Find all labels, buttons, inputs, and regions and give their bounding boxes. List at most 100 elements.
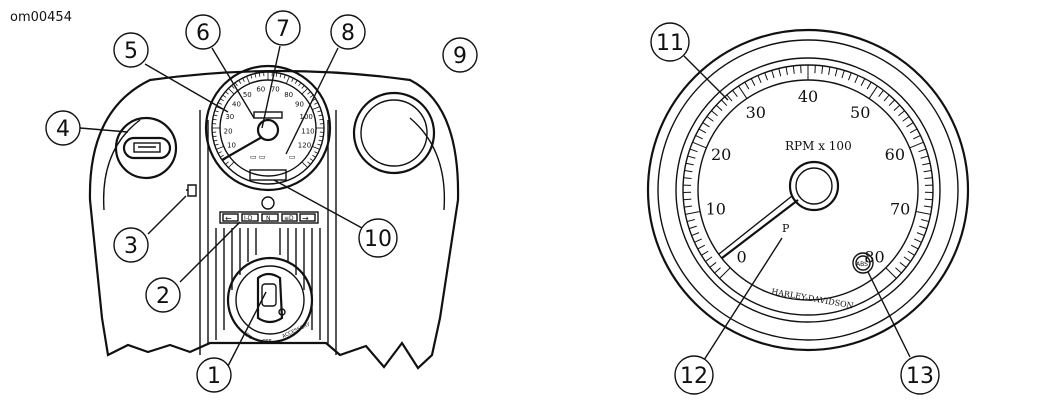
tach-tick [907, 250, 915, 256]
speedo-tick [309, 94, 314, 98]
tach-tick [738, 85, 748, 99]
svg-text:10: 10 [364, 227, 392, 252]
tach-tick [701, 250, 709, 256]
tach-tick [834, 68, 838, 77]
speedo-tick [301, 161, 308, 168]
tach-scale-label: 70 [890, 199, 910, 218]
tachometer-needle [721, 199, 799, 259]
tach-tick [924, 198, 933, 201]
usb-port [114, 116, 178, 180]
tach-tick [714, 267, 721, 274]
speedo-tick [220, 98, 224, 102]
high-beam-icon: ≡D [284, 215, 294, 222]
speedo-scale-label: 120 [298, 141, 311, 149]
tach-scale-label: 60 [885, 145, 905, 164]
tach-tick [764, 72, 768, 81]
speedo-tick [246, 76, 251, 84]
speedo-tick [214, 110, 219, 113]
tach-scale-label: 0 [736, 247, 746, 266]
tach-tick [683, 177, 692, 180]
speedo-tick [212, 135, 217, 138]
speedo-tick [307, 161, 311, 165]
tach-tick [785, 66, 788, 75]
tach-tick [687, 155, 696, 159]
speedo-tick [283, 74, 286, 79]
tach-tick [757, 75, 762, 84]
tach-tick [726, 94, 733, 102]
speedo-tick [298, 82, 302, 87]
abs-indicator: ABS [852, 252, 874, 274]
speedo-scale-label: 100 [300, 113, 313, 121]
svg-text:3: 3 [124, 234, 138, 259]
speedo-scale-label: 40 [232, 100, 241, 108]
speedo-tick [319, 118, 324, 121]
tach-tick [792, 65, 795, 74]
tach-tick [695, 134, 703, 140]
speedo-scale-label: 30 [225, 113, 234, 121]
speedometer-hub [256, 118, 280, 142]
tach-tick [909, 141, 924, 149]
tach-tick [709, 262, 717, 268]
tach-tick [893, 104, 901, 111]
callout-11: 11 [650, 22, 690, 62]
tach-tick [914, 238, 922, 243]
speedo-tick [301, 85, 305, 89]
speedo-tick [238, 80, 242, 84]
tach-tick [918, 148, 927, 153]
tach-tick [924, 177, 933, 180]
tach-tick [685, 162, 694, 166]
speedo-tick [234, 82, 238, 87]
tach-tick [683, 198, 692, 201]
speedo-tick [294, 80, 298, 84]
tach-tick [854, 75, 859, 84]
left-turn-icon: ← [225, 214, 232, 223]
speedo-tick [231, 85, 235, 89]
callout-6: 6 [185, 14, 221, 50]
speedo-tick [275, 72, 278, 77]
speedo-tick [213, 114, 218, 117]
speedo-tick [312, 154, 316, 158]
tach-tick [898, 110, 905, 117]
speedo-tick [279, 73, 282, 78]
indicator-neutral: N [266, 215, 271, 222]
tach-tick [686, 219, 695, 223]
speedo-scale-label: 60 [256, 86, 265, 94]
park-indicator: P [782, 222, 790, 235]
speedo-tick [222, 158, 227, 162]
speedo-tick [220, 154, 224, 158]
callout-9: 9 [442, 37, 478, 73]
speedo-tick [317, 110, 322, 113]
tach-tick [916, 232, 925, 237]
callout-5: 5 [113, 32, 149, 68]
tach-tick [919, 225, 928, 230]
speedo-scale-label: 70 [271, 86, 280, 94]
tach-tick [913, 134, 921, 140]
tach-tick [906, 122, 914, 128]
tach-tick [866, 81, 872, 90]
tach-tick [909, 128, 918, 134]
speedo-tick [307, 91, 311, 95]
ignition-switch: IGN OFF ACCESSORY [226, 256, 314, 345]
svg-text:7: 7 [276, 17, 290, 42]
ignition-label-ign: IGN [242, 331, 253, 341]
speedometer-needle [221, 136, 263, 161]
speedo-scale-label: 10 [227, 141, 236, 149]
tach-tick [694, 238, 702, 243]
tach-scale-label: 30 [746, 103, 766, 122]
side-switch [186, 184, 197, 197]
tach-tick [744, 81, 750, 90]
tach-tick [715, 104, 723, 111]
speedo-tick [318, 114, 323, 117]
tach-tick [923, 205, 932, 208]
speedo-tick [314, 102, 319, 105]
speedo-tick [214, 143, 219, 146]
tach-tick [848, 72, 852, 81]
tach-tick [711, 110, 718, 117]
tach-tick [910, 244, 919, 250]
speedo-tick [318, 139, 323, 142]
tach-tick [689, 148, 698, 153]
speedo-tick [317, 143, 322, 146]
